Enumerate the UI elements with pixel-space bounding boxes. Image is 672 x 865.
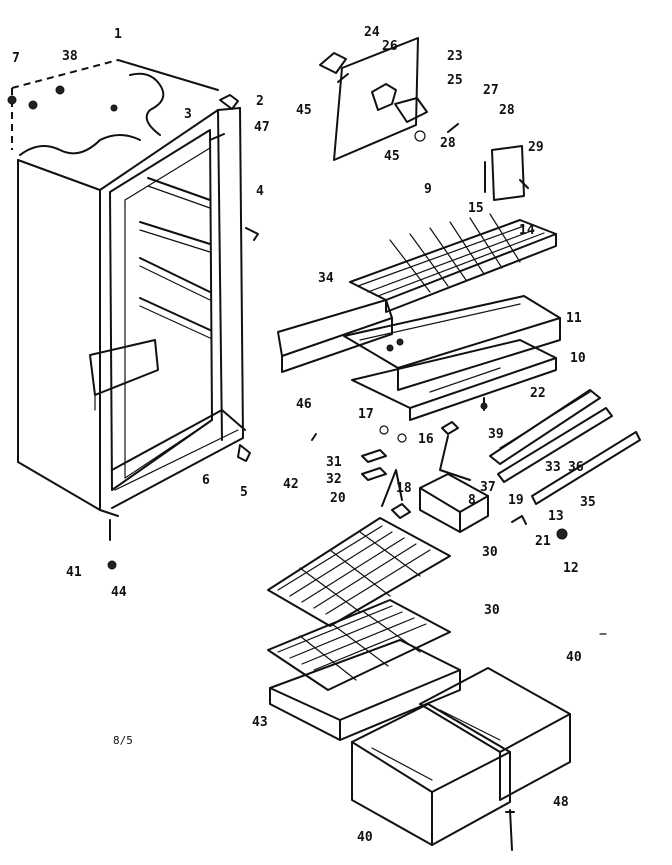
callout-29: 29 — [528, 140, 544, 155]
callout-8: 8 — [468, 493, 476, 508]
callout-33: 33 — [545, 460, 561, 475]
wire-shelves — [267, 517, 461, 741]
callout-3: 3 — [184, 107, 192, 122]
callout-25: 25 — [447, 73, 463, 88]
callout-19: 19 — [508, 493, 524, 508]
cabinet — [7, 59, 259, 570]
callout-2: 2 — [256, 94, 264, 109]
callout-40b: 40 — [357, 830, 373, 845]
callout-20: 20 — [330, 491, 346, 506]
callout-15: 15 — [468, 201, 484, 216]
ice-components — [311, 389, 641, 540]
damper-assembly — [484, 145, 529, 201]
callout-39: 39 — [488, 427, 504, 442]
callout-11: 11 — [566, 311, 582, 326]
callout-30: 30 — [482, 545, 498, 560]
callout-26: 26 — [382, 39, 398, 54]
control-panel-assembly — [319, 37, 459, 161]
callout-10: 10 — [570, 351, 586, 366]
callout-9: 9 — [424, 182, 432, 197]
callout-28: 28 — [499, 103, 515, 118]
callout-4: 4 — [256, 184, 264, 199]
callout-6: 6 — [202, 473, 210, 488]
callout-37: 37 — [480, 480, 496, 495]
callout-46: 46 — [296, 397, 312, 412]
callout-47: 47 — [254, 120, 270, 135]
page-code: 8/5 — [113, 734, 133, 747]
callout-45b: 45 — [384, 149, 400, 164]
callout-12: 12 — [563, 561, 579, 576]
callout-14: 14 — [519, 223, 535, 238]
callout-5: 5 — [240, 485, 248, 500]
callout-30b: 30 — [484, 603, 500, 618]
callout-18: 18 — [396, 481, 412, 496]
callout-42: 42 — [283, 477, 299, 492]
callout-21: 21 — [535, 534, 551, 549]
shelf-support — [277, 299, 393, 373]
callout-23: 23 — [447, 49, 463, 64]
callout-48: 48 — [553, 795, 569, 810]
callout-32: 32 — [326, 472, 342, 487]
freezer-shelf — [349, 213, 557, 313]
callout-28b: 28 — [440, 136, 456, 151]
callout-22: 22 — [530, 386, 546, 401]
callout-43: 43 — [252, 715, 268, 730]
callout-27: 27 — [483, 83, 499, 98]
callout-41: 41 — [66, 565, 82, 580]
callout-13: 13 — [548, 509, 564, 524]
crisper-drawers — [351, 667, 571, 851]
callout-24: 24 — [364, 25, 380, 40]
drawer-frame — [343, 295, 561, 421]
callout-7: 7 — [12, 51, 20, 66]
callout-35: 35 — [580, 495, 596, 510]
callout-17: 17 — [358, 407, 374, 422]
callout-36: 36 — [568, 460, 584, 475]
callout-44: 44 — [111, 585, 127, 600]
callout-1: 1 — [114, 27, 122, 42]
callout-34: 34 — [318, 271, 334, 286]
callout-38: 38 — [62, 49, 78, 64]
callout-45: 45 — [296, 103, 312, 118]
callout-31: 31 — [326, 455, 342, 470]
callout-16: 16 — [418, 432, 434, 447]
callout-40: 40 — [566, 650, 582, 665]
